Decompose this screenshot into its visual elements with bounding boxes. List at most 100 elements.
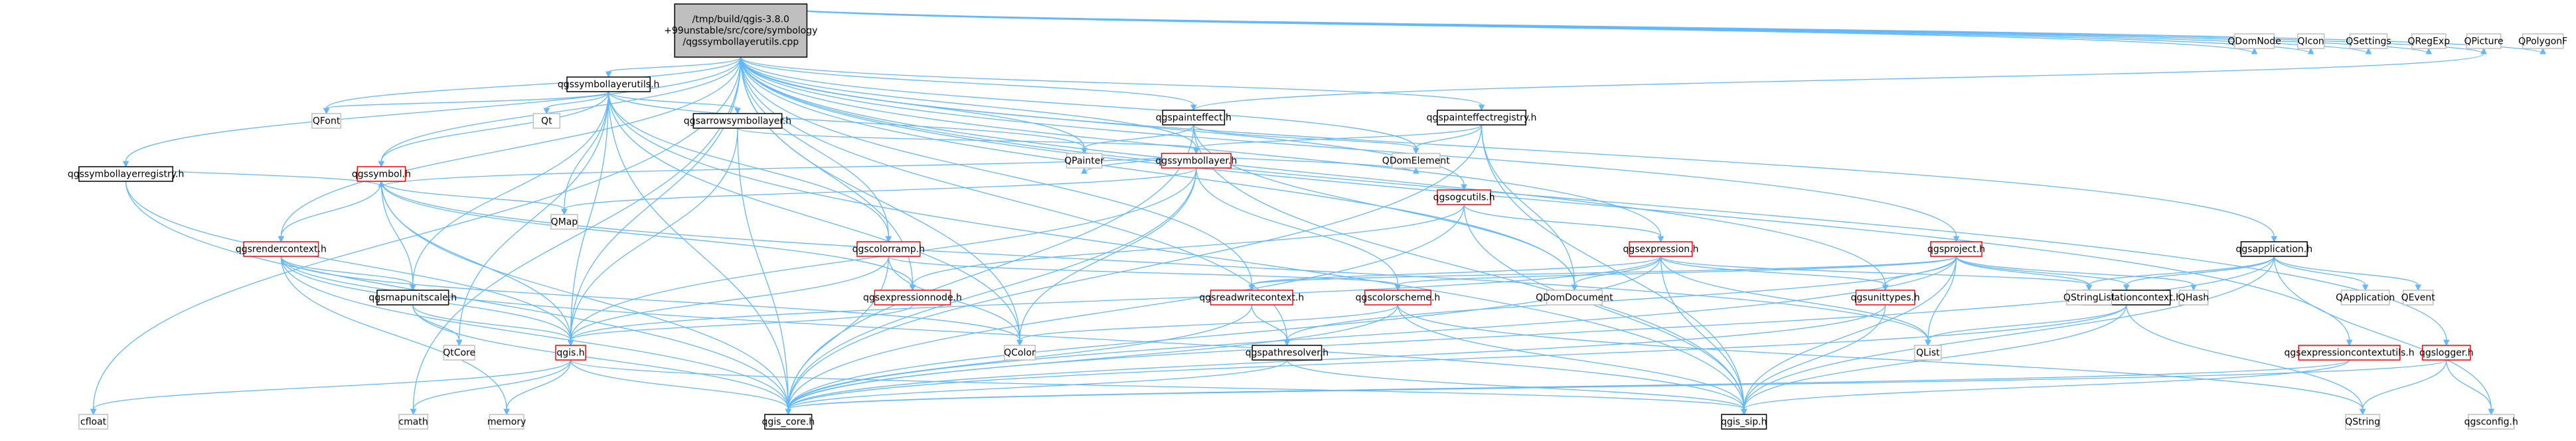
- edge-qgspainteffect_h-to-QPicture: [1193, 53, 2484, 111]
- node-qgsproject-h[interactable]: qgsproject.h: [1927, 241, 1985, 257]
- node-qgscolorscheme-h[interactable]: qgscolorscheme.h: [1356, 290, 1441, 306]
- node-label: Qt: [541, 116, 552, 127]
- edge-qgslogger_h-to-qgis_core_h: [787, 359, 2447, 410]
- node-qgsexpression-h[interactable]: qgsexpression.h: [1623, 241, 1699, 257]
- edge-root-to-qgssymbollayerutils_h: [607, 56, 742, 72]
- node-label: qgsarrowsymbollayer.h: [684, 116, 791, 127]
- node-qgsreadwritecontext-h[interactable]: qgsreadwritecontext.h: [1199, 290, 1304, 306]
- arrowhead-root-to-qgsproject_h: [1953, 236, 1960, 243]
- node-box: [1003, 345, 1036, 361]
- edge-qgssymbollayerutils_h-to-qgis_h: [570, 91, 609, 341]
- node-label: qgsrendercontext.h: [236, 244, 327, 255]
- node-qgsarrowsymbollayer-h[interactable]: qgsarrowsymbollayer.h: [684, 113, 791, 129]
- edge-qgscolorscheme_h-to-qgis_sip_h: [1397, 304, 1745, 410]
- node-label: qgsreadwritecontext.h: [1199, 293, 1304, 304]
- node-label: QSettings: [2346, 37, 2391, 47]
- node-qgscolorramp-h[interactable]: qgscolorramp.h: [852, 241, 925, 257]
- node-QList: QList: [1914, 345, 1942, 361]
- node-qgspainteffectregistry-h[interactable]: qgspainteffectregistry.h: [1427, 110, 1537, 126]
- edge-qgsexpressioncontextutils_h-to-qgis_core_h: [787, 359, 2350, 410]
- arrowhead-qgslogger_h-to-qgsconfig_h: [2488, 408, 2495, 416]
- edge-qgssymbollayerutils_h-to-Qt: [546, 91, 609, 109]
- node-label: qgsmapunitscale.h: [368, 293, 457, 304]
- edge-layer: [90, 3, 2547, 416]
- node-QIcon: QIcon: [2296, 33, 2325, 49]
- edge-root-to-qgspainteffect_h: [740, 56, 1194, 106]
- node-box: [856, 241, 921, 257]
- node-box: [443, 345, 475, 361]
- edge-qgssymbollayerutils_h-to-qgscolorramp_h: [607, 91, 889, 237]
- node-qgsapplication-h[interactable]: qgsapplication.h: [2236, 241, 2313, 257]
- arrowhead-qgspainteffectregistry_h-to-QDomElement: [1412, 147, 1419, 155]
- node-box: [1629, 241, 1693, 257]
- node-qgspainteffect-h[interactable]: qgspainteffect.h: [1156, 110, 1232, 126]
- edge-root-to-qgsunittypes_h: [740, 56, 1886, 286]
- node-qgsogcutils-h[interactable]: qgsogcutils.h: [1433, 189, 1495, 205]
- edge-qgssymbollayerutils_h-to-QPainter: [607, 91, 1085, 149]
- node-label: qgssymbollayer.h: [1155, 156, 1237, 167]
- arrowhead-root-to-qgsapplication_h: [2271, 236, 2278, 243]
- node-label: QApplication: [2336, 293, 2395, 304]
- node-qgis-h[interactable]: qgis.h: [555, 345, 586, 361]
- node-qgsrendercontext-h[interactable]: qgsrendercontext.h: [236, 241, 327, 257]
- node-label: cmath: [398, 417, 428, 428]
- node-box: [550, 214, 578, 230]
- node-label: qgsexpressioncontextutils.h: [2285, 348, 2415, 359]
- node-box: [1546, 290, 1603, 306]
- node-label: QHash: [2178, 293, 2209, 304]
- node-qgssymbollayerregistry-h[interactable]: qgssymbollayerregistry.h: [68, 166, 185, 182]
- arrowhead-qgssymbollayer_h-to-QPainter: [1081, 167, 1087, 174]
- node-box: [1437, 189, 1492, 205]
- node-qgsmapunitscale-h[interactable]: qgsmapunitscale.h: [368, 290, 457, 306]
- node-label: QDomElement: [1382, 156, 1450, 167]
- node-box: [357, 166, 406, 182]
- node-qgssymbollayerutils-h[interactable]: qgssymbollayerutils.h: [558, 76, 660, 92]
- node-box: [2421, 345, 2471, 361]
- node-qgis-core-h[interactable]: qgis_core.h: [762, 414, 815, 430]
- node-qgslogger-h[interactable]: qgslogger.h: [2419, 345, 2474, 361]
- node-qgssymbol-h[interactable]: qgssymbol.h: [352, 166, 411, 182]
- edge-qgspainteffect_h-to-QPainter: [1084, 124, 1194, 149]
- edge-qgsarrowsymbollayer_h-to-qgis_h: [570, 128, 738, 341]
- edge-qgsmapunitscale_h-to-qgis_h: [412, 304, 572, 341]
- node-box: [1914, 345, 1942, 361]
- edge-root-to-QDomDocument: [740, 56, 1575, 286]
- edge-root-to-QSettings: [740, 3, 2370, 54]
- node-QPainter: QPainter: [1064, 153, 1104, 169]
- node-qgsexpressioncontextutils-h[interactable]: qgsexpressioncontextutils.h: [2285, 345, 2415, 361]
- edge-root-to-cfloat: [92, 56, 742, 410]
- edge-qgsogcutils_h-to-qgsexpressionnode_h: [912, 204, 1465, 286]
- node-qgsunittypes-h[interactable]: qgsunittypes.h: [1851, 290, 1920, 306]
- edge-qgsapplication_h-to-QApplication: [2273, 256, 2366, 286]
- edge-qgssymbollayerregistry_h-to-qgis_h: [125, 181, 572, 341]
- node-qgis-sip-h[interactable]: qgis_sip.h: [1721, 414, 1767, 430]
- node-root[interactable]: /tmp/build/qgis-3.8.0+99unstable/src/cor…: [664, 3, 817, 58]
- edge-root-to-qgsreadwritecontext_h: [740, 56, 1253, 286]
- node-cfloat: cfloat: [78, 414, 109, 430]
- edge-qgsapplication_h-to-qgis_core_h: [787, 256, 2275, 410]
- edge-qgsunittypes_h-to-qgis_sip_h: [1743, 304, 1886, 410]
- arrowhead-root-to-QPolygonF: [2539, 47, 2547, 54]
- node-qgsexpressionnode-h[interactable]: qgsexpressionnode.h: [863, 290, 962, 306]
- edge-qgslogger_h-to-QString: [2362, 359, 2447, 410]
- edge-qgsarrowsymbollayer_h-to-qgis_core_h: [737, 128, 789, 410]
- edge-root-to-QDomNode: [740, 3, 2255, 54]
- node-box: [2411, 33, 2447, 49]
- arrowhead-qgsexpressioncontextutils_h-to-qgis_sip_h: [1741, 408, 1747, 416]
- node-label: QDomNode: [2227, 37, 2281, 47]
- node-label: qgis.h: [556, 348, 584, 359]
- edge-qgssymbollayer_h-to-qgscolorscheme_h: [1196, 167, 1399, 286]
- edge-qgspainteffect_h-to-QDomElement: [1193, 124, 1417, 149]
- edge-qgslogger_h-to-qgsconfig_h: [2446, 359, 2492, 410]
- edge-qgsarrowsymbollayer_h-to-qgssymbollayer_h: [737, 128, 1197, 149]
- node-label: QtCore: [443, 348, 475, 359]
- arrowhead-root-to-qgssymbollayerutils_h: [605, 71, 612, 78]
- node-box: [764, 414, 813, 430]
- node-box: [874, 290, 951, 306]
- node-label: QFont: [313, 116, 341, 127]
- edge-qgssymbollayer_h-to-qgis_core_h: [787, 167, 1197, 410]
- edge-qgspainteffectregistry_h-to-QDomDocument: [1481, 124, 1575, 286]
- node-qgspathresolver-h[interactable]: qgspathresolver.h: [1246, 345, 1328, 361]
- node-qgssymbollayer-h[interactable]: qgssymbollayer.h: [1155, 153, 1237, 169]
- arrowhead-qgsproject_h-to-qgscolorscheme_h: [1394, 284, 1402, 292]
